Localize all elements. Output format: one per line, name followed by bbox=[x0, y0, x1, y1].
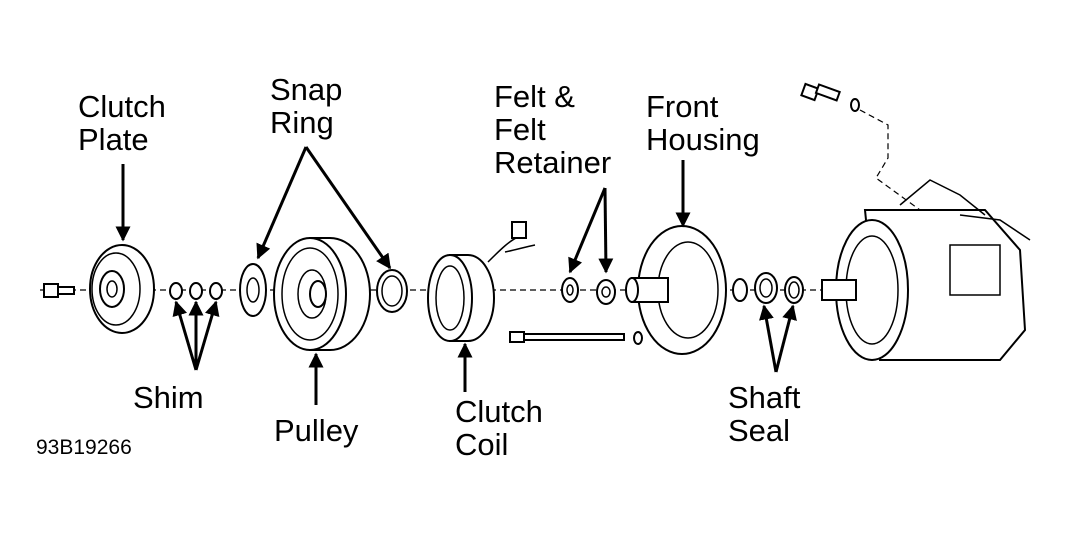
snap-ring-part bbox=[376, 269, 408, 313]
figure-id: 93B19266 bbox=[36, 436, 132, 459]
shaft-seal-label-line1: Shaft bbox=[728, 380, 801, 415]
shaft-seal-arrow-left bbox=[759, 304, 778, 373]
clutch-coil-label-line1: Clutch bbox=[455, 394, 543, 429]
snap-ring-hub-part bbox=[239, 263, 267, 317]
front-housing-label: Front Housing bbox=[646, 90, 760, 156]
felt-arrow-left bbox=[568, 187, 607, 274]
snap-ring-arrow-right bbox=[304, 146, 392, 270]
shim-arrow-right bbox=[194, 300, 220, 371]
snap-ring-label: Snap Ring bbox=[270, 73, 342, 139]
felt-retainer-label-line3: Retainer bbox=[494, 145, 612, 180]
shim-label: Shim bbox=[133, 381, 204, 414]
clutch-plate-part bbox=[89, 244, 155, 334]
fitting-part bbox=[800, 82, 921, 211]
shaft-seal-part bbox=[732, 272, 804, 304]
clutch-plate-label-line2: Plate bbox=[78, 122, 149, 157]
clutch-coil-label: Clutch Coil bbox=[455, 395, 543, 461]
felt-arrow-right bbox=[598, 187, 614, 274]
shaft-seal-arrow-right bbox=[774, 304, 797, 373]
felt-retainer-part bbox=[561, 277, 616, 305]
pulley-label-line1: Pulley bbox=[274, 413, 359, 448]
clutch-plate-label: Clutch Plate bbox=[78, 90, 166, 156]
through-bolt-part bbox=[509, 331, 643, 345]
shim-label-line1: Shim bbox=[133, 380, 204, 415]
snap-ring-label-line2: Ring bbox=[270, 105, 334, 140]
felt-retainer-label: Felt & Felt Retainer bbox=[494, 80, 611, 179]
pulley-label: Pulley bbox=[274, 414, 358, 447]
snap-ring-label-line1: Snap bbox=[270, 72, 343, 107]
snap-ring-arrow-left bbox=[256, 146, 308, 260]
front-housing-label-line2: Housing bbox=[646, 122, 760, 157]
felt-retainer-label-line2: Felt bbox=[494, 112, 546, 147]
compressor-body bbox=[821, 179, 1031, 361]
pulley-part bbox=[273, 237, 371, 351]
felt-retainer-label-line1: Felt & bbox=[494, 79, 575, 114]
shim-arrow-left bbox=[172, 300, 198, 371]
shaft-seal-label-line2: Seal bbox=[728, 413, 791, 448]
clutch-bolt bbox=[43, 283, 75, 298]
clutch-plate-label-line1: Clutch bbox=[78, 89, 166, 124]
clutch-coil-part bbox=[427, 221, 536, 342]
clutch-coil-label-line2: Coil bbox=[455, 427, 509, 462]
front-housing-label-line1: Front bbox=[646, 89, 719, 124]
shaft-seal-label: Shaft Seal bbox=[728, 381, 800, 447]
shim-parts bbox=[169, 282, 223, 300]
